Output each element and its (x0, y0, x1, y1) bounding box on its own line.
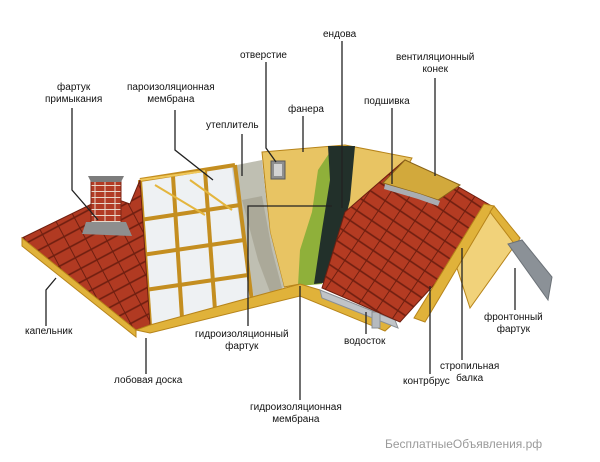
label-fascia-board: лобовая доска (114, 375, 183, 386)
label-rafter-beam: стропильная балка (440, 361, 500, 384)
label-gable-apron: фронтонный фартук (484, 312, 543, 335)
label-soffit: подшивка (364, 96, 410, 107)
ridge-metal (384, 184, 440, 206)
label-vapor-membrane: пароизоляционная мембрана (127, 82, 215, 105)
label-waterproof-apron: гидроизоляционный фартук (195, 329, 289, 352)
valley-strip (314, 146, 355, 284)
label-gutter: водосток (344, 336, 386, 347)
downpipe (371, 311, 381, 329)
label-counter-batten: контрбрус (403, 376, 450, 387)
label-insulation: утеплитель (206, 120, 259, 131)
ridge-vent (382, 159, 462, 201)
gable-apron (507, 239, 553, 302)
label-drip-edge: капельник (25, 326, 73, 337)
watermark: БесплатныеОбъявления.рф (385, 437, 543, 451)
label-plywood: фанера (288, 104, 324, 115)
label-opening: отверстие (240, 50, 287, 61)
label-waterproof-membrane: гидроизоляционная мембрана (250, 402, 342, 425)
right-rafter-beam (413, 203, 495, 323)
left-fascia (21, 236, 137, 339)
leader-lines (45, 41, 516, 400)
label-vent-ridge: вентиляционный конек (396, 52, 475, 75)
label-valley: ендова (323, 29, 357, 40)
vent-hole (270, 160, 286, 180)
insulation-inner (242, 196, 282, 292)
label-apron-flashing: фартук примыкания (45, 82, 103, 105)
